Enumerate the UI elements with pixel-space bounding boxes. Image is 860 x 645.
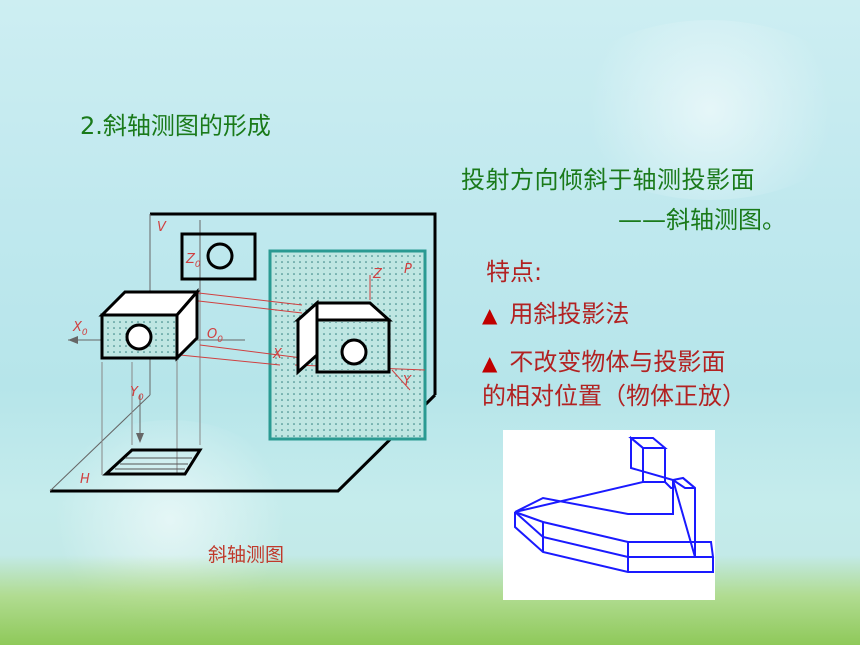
label-z0: Z0 (185, 252, 201, 270)
label-v: V (157, 220, 167, 235)
label-x0: X0 (72, 320, 88, 338)
label-z: Z (372, 267, 383, 282)
features-title: 特点: (486, 258, 543, 286)
feature-text: 用斜投影法 (509, 300, 630, 328)
y-axis (391, 369, 411, 391)
h-projection-hatch (115, 457, 192, 470)
section-heading: 2.斜轴测图的形成 (80, 112, 271, 140)
v-projection-hole (206, 242, 234, 270)
label-h: H (80, 472, 90, 487)
triangle-bullet-icon: ▲ (482, 303, 498, 327)
v-plane-outline (150, 212, 437, 395)
triangle-bullet-icon: ▲ (482, 351, 498, 375)
label-p: P (404, 262, 412, 277)
diagram-caption: 斜轴测图 (208, 544, 285, 566)
oblique-projection-diagram: V H P X0 Y0 Z0 O0 Z X Y (49, 212, 437, 493)
h-plane-back-edge (49, 394, 151, 492)
feature-text-continuation: 的相对位置（物体正放） (482, 382, 746, 410)
oblique-view-hole (340, 338, 368, 366)
light-glow (560, 20, 860, 200)
label-o0: O0 (207, 327, 223, 345)
v-plane-projection (180, 232, 257, 281)
feature-item: ▲ 用斜投影法 (482, 294, 629, 329)
label-x: X (272, 347, 283, 362)
feature-text: 不改变物体与投影面 (509, 348, 726, 376)
label-y0: Y0 (130, 385, 144, 403)
h-plane-projection (102, 448, 203, 476)
description-line-1: 投射方向倾斜于轴测投影面 (461, 166, 755, 194)
description-line-2: ——斜轴测图。 (618, 206, 786, 234)
grass-strip (0, 555, 860, 645)
part-outline (514, 435, 715, 573)
y0-axis-arrow (136, 433, 144, 443)
x0-axis-arrow (68, 336, 78, 344)
oblique-part-drawing (503, 430, 715, 600)
label-y: Y (403, 374, 412, 389)
object-box-hole (125, 323, 153, 351)
feature-item: ▲ 不改变物体与投影面 (482, 342, 725, 377)
